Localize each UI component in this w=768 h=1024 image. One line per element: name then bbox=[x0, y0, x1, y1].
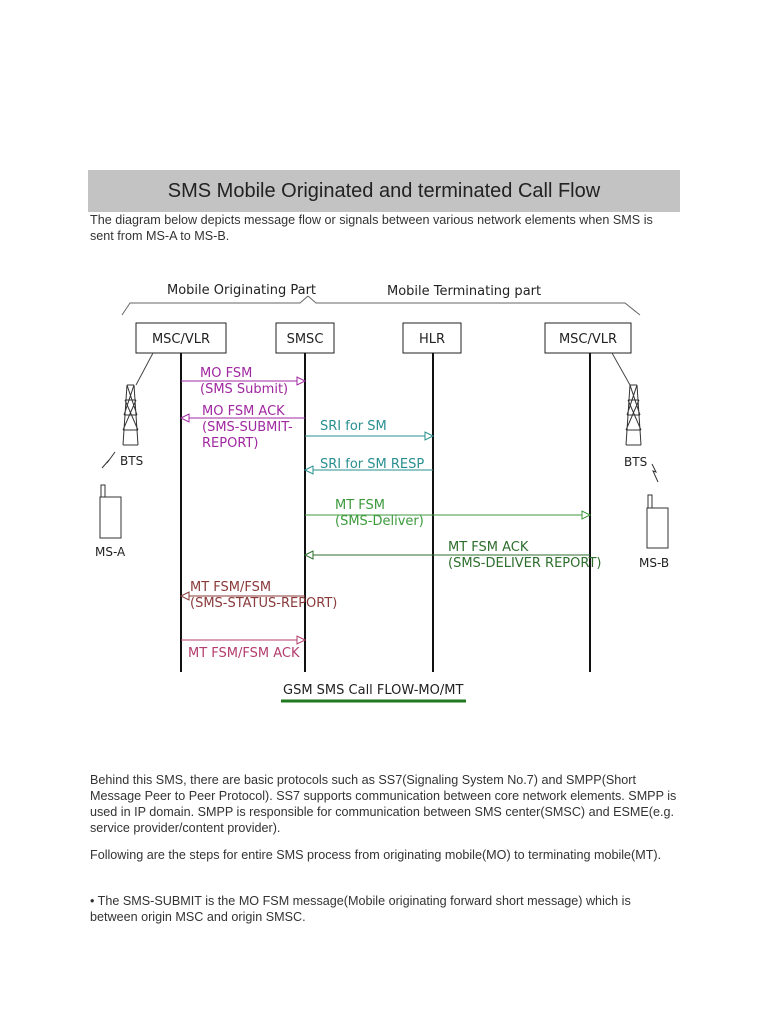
mobile-phone-icon bbox=[99, 484, 122, 539]
arrowhead-icon bbox=[179, 591, 190, 601]
message-label-sri-for-sm-resp: SRI for SM RESP bbox=[320, 457, 424, 472]
bts-b-label: BTS bbox=[624, 455, 647, 469]
bts-a-link bbox=[135, 352, 154, 386]
part-terminating-label: Mobile Terminating part bbox=[387, 284, 541, 299]
arrowhead-icon bbox=[303, 465, 314, 475]
message-label-mt-fsm: MT FSM bbox=[335, 498, 385, 513]
originating-brace bbox=[121, 295, 309, 316]
arrowhead-icon bbox=[303, 550, 314, 560]
arrowhead-icon bbox=[179, 413, 190, 423]
message-label-mt-fsm-fsm: (SMS-STATUS-REPORT) bbox=[190, 596, 337, 611]
body-paragraph: Behind this SMS, there are basic protoco… bbox=[90, 773, 677, 835]
bts-b-link bbox=[611, 352, 631, 386]
diagram-caption: GSM SMS Call FLOW-MO/MT bbox=[283, 683, 463, 698]
arrowhead-icon bbox=[424, 431, 435, 441]
bts-a-label: BTS bbox=[120, 454, 143, 468]
body-paragraph: Following are the steps for entire SMS p… bbox=[90, 848, 662, 862]
signal-bolt-icon bbox=[651, 463, 659, 483]
node-msc-vlr-b bbox=[544, 322, 632, 354]
message-label-mt-fsm-ack: MT FSM ACK bbox=[448, 540, 529, 555]
message-label-mo-fsm-ack: REPORT) bbox=[202, 436, 258, 451]
arrowhead-icon bbox=[296, 635, 307, 645]
title-bar: SMS Mobile Originated and terminated Cal… bbox=[88, 170, 680, 212]
message-label-mt-fsm-ack: (SMS-DELIVER REPORT) bbox=[448, 556, 601, 571]
ms-a-label: MS-A bbox=[95, 545, 126, 559]
bts-tower-icon bbox=[122, 384, 139, 446]
body-paragraph: • The SMS-SUBMIT is the MO FSM message(M… bbox=[90, 894, 631, 924]
message-label-mo-fsm-ack: MO FSM ACK bbox=[202, 404, 285, 419]
intro-paragraph: The diagram below depicts message flow o… bbox=[90, 213, 653, 243]
page-title: SMS Mobile Originated and terminated Cal… bbox=[167, 179, 601, 202]
node-hlr-label: HLR bbox=[419, 332, 445, 347]
signal-bolt-icon bbox=[101, 451, 116, 469]
message-label-mo-fsm: (SMS Submit) bbox=[200, 382, 288, 397]
bts-tower-icon bbox=[625, 384, 642, 446]
mobile-phone-icon bbox=[646, 494, 669, 549]
message-label-mt-fsm: (SMS-Deliver) bbox=[335, 514, 424, 529]
message-label-mt-fsm-fsm: MT FSM/FSM bbox=[190, 580, 271, 595]
message-label-mt-fsm-fsm-ack: MT FSM/FSM ACK bbox=[188, 646, 300, 661]
arrowhead-icon bbox=[296, 376, 307, 386]
node-msc-vlr-a-label: MSC/VLR bbox=[152, 332, 210, 347]
message-label-sri-for-sm: SRI for SM bbox=[320, 419, 387, 434]
message-label-mo-fsm-ack: (SMS-SUBMIT- bbox=[202, 420, 293, 435]
ms-b-label: MS-B bbox=[639, 556, 669, 570]
node-msc-vlr-b-label: MSC/VLR bbox=[559, 332, 617, 347]
part-originating-label: Mobile Originating Part bbox=[167, 283, 316, 298]
arrowhead-icon bbox=[581, 510, 592, 520]
node-msc-vlr-a bbox=[135, 322, 227, 354]
terminating-brace bbox=[307, 295, 641, 316]
message-label-mo-fsm: MO FSM bbox=[200, 366, 252, 381]
node-smsc-label: SMSC bbox=[287, 332, 324, 347]
message-arrows: MO FSM(SMS Submit) MO FSM ACK(SMS-SUBMIT-… bbox=[179, 366, 601, 661]
